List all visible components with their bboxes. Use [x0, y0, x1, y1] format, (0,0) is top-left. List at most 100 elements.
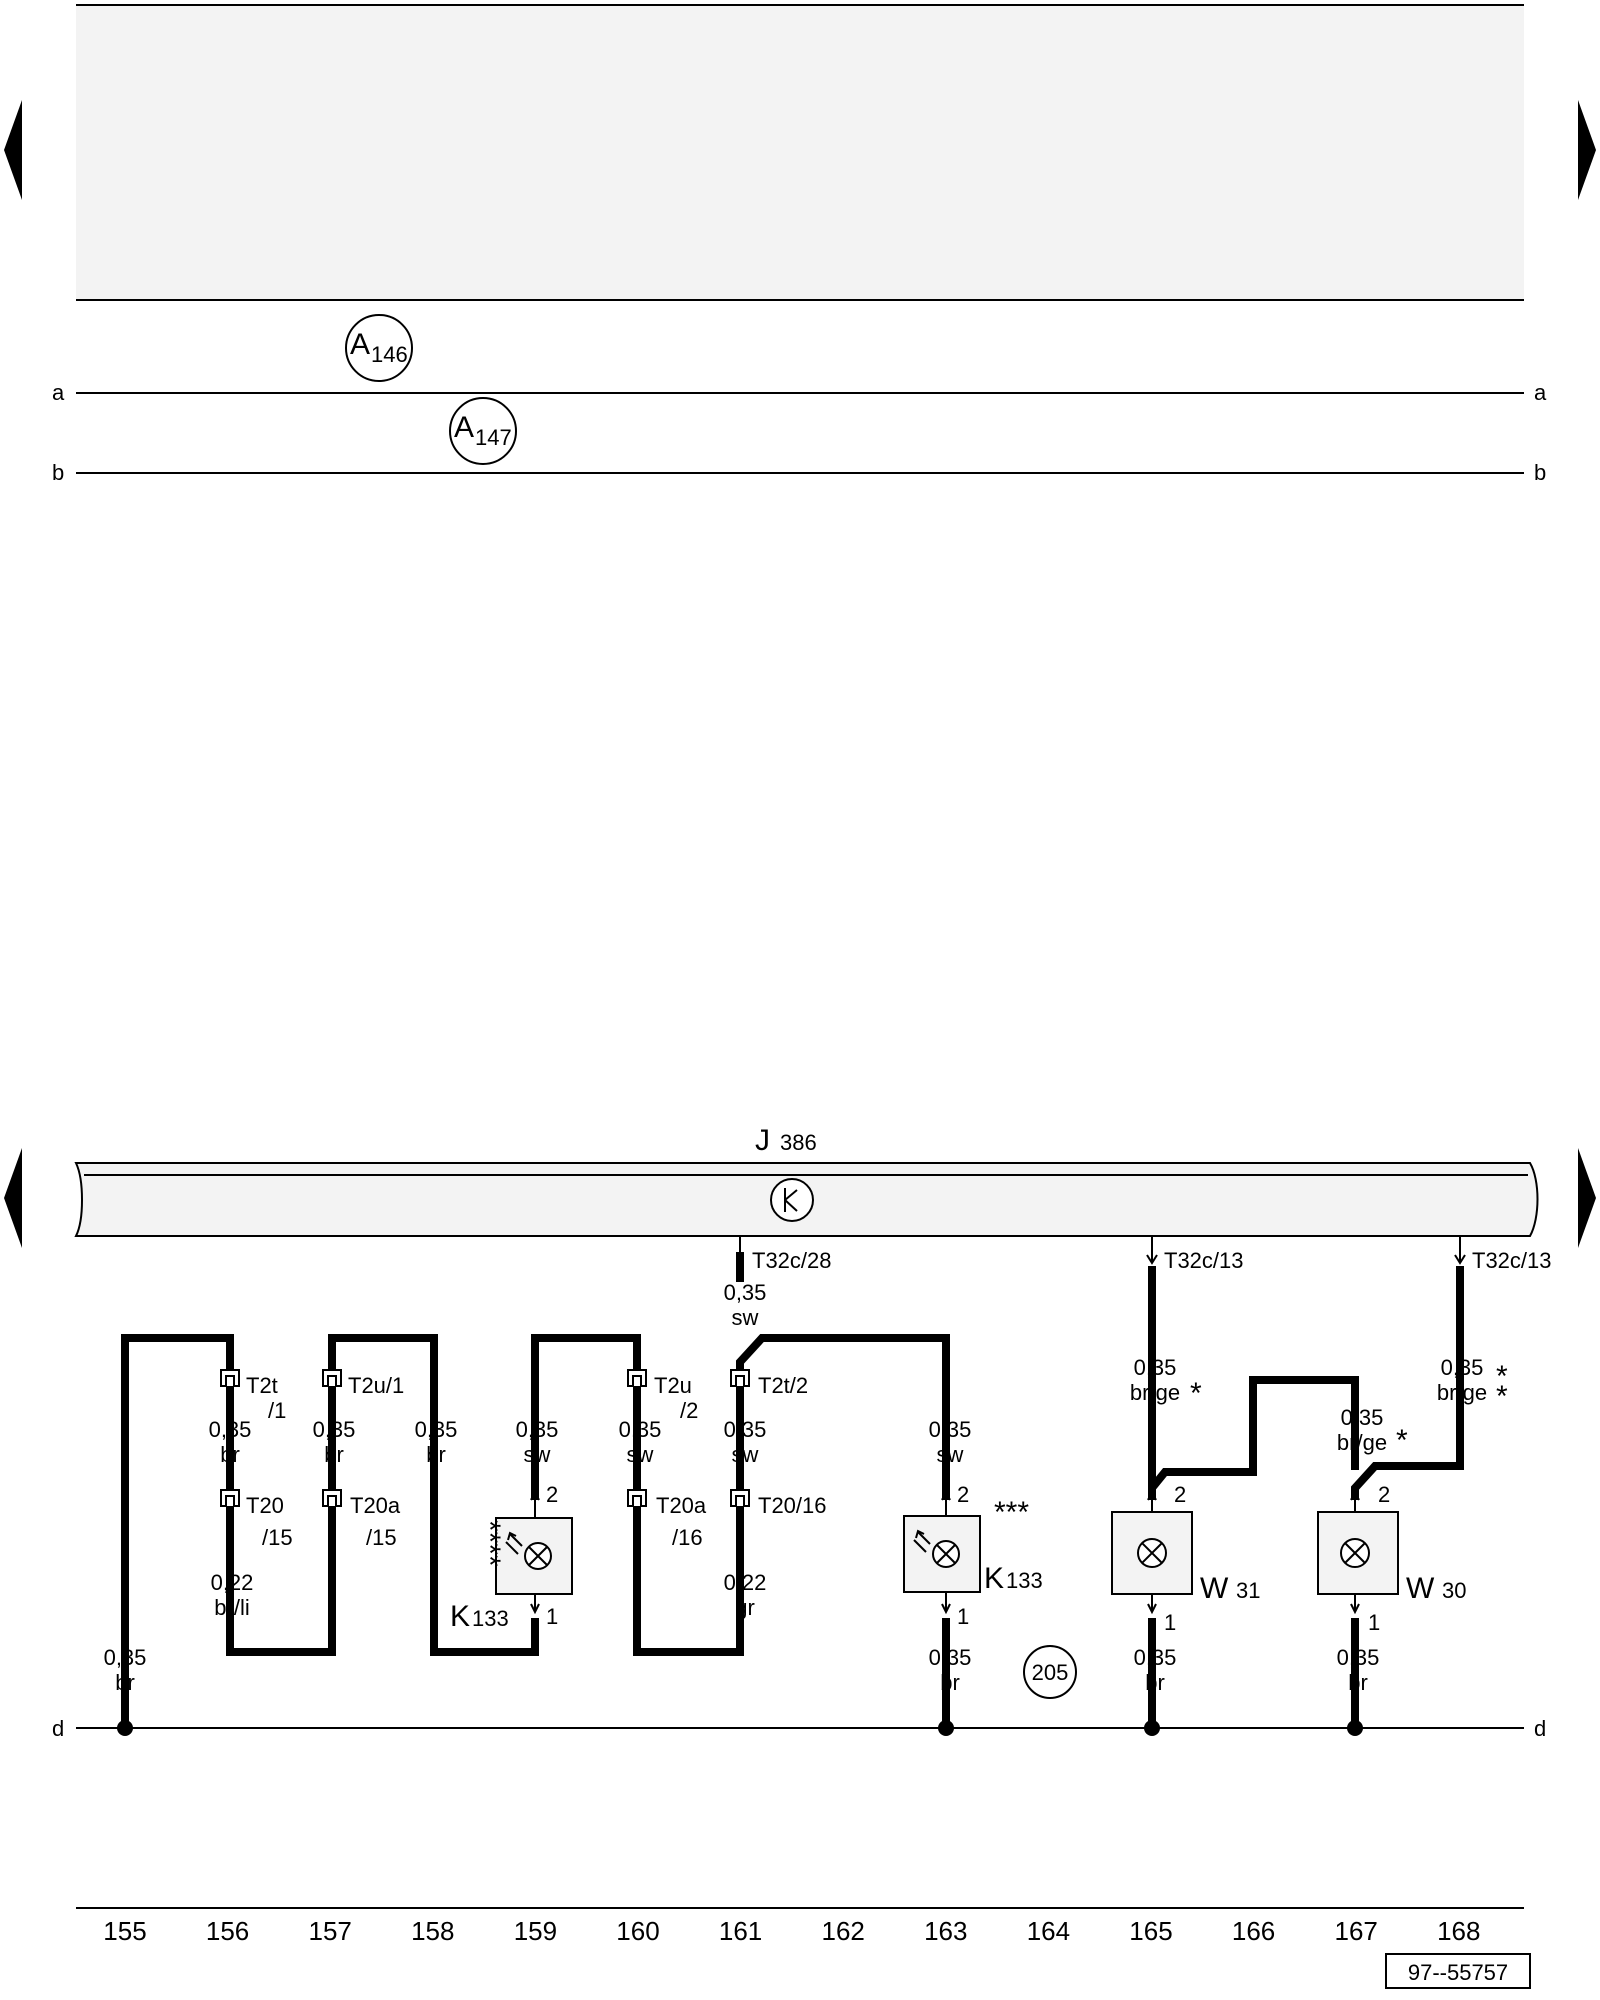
connector-t2t-2-label: T2t/2	[758, 1373, 808, 1398]
wire-155-156-loop	[121, 1334, 234, 1724]
wire-165b-color: br	[1145, 1670, 1165, 1695]
column-number: 161	[719, 1916, 762, 1946]
junction-165	[1144, 1720, 1160, 1736]
ref-205: 205	[1023, 1645, 1077, 1699]
busbar-a-label-right: a	[1534, 380, 1547, 405]
k133-b-stars: ***	[994, 1496, 1029, 1529]
component-w31	[1111, 1489, 1193, 1615]
wire-160-161-lower	[633, 1506, 744, 1656]
w31-pin2: 2	[1174, 1482, 1186, 1507]
transistor-symbol	[770, 1178, 814, 1222]
module-label-sub: 386	[780, 1130, 817, 1155]
wire-156a-color: br	[220, 1442, 240, 1467]
connector-t2u-2	[627, 1369, 647, 1387]
pin-t32c-13-a: T32c/13	[1146, 1236, 1244, 1273]
pin-t32c-28: T32c/28	[736, 1236, 832, 1273]
svg-text:A: A	[350, 328, 370, 361]
wire-163a-color: sw	[937, 1442, 964, 1467]
wire-161a-size: 0,35	[724, 1417, 767, 1442]
svg-text:146: 146	[371, 342, 408, 367]
next-page-arrow-bottom[interactable]	[1578, 1148, 1596, 1248]
busbar-d-label-left: d	[52, 1716, 64, 1741]
wire-167b-color: br	[1348, 1670, 1368, 1695]
footnote-star-165: *	[1190, 1377, 1202, 1410]
wire-165b-size: 0,35	[1134, 1645, 1177, 1670]
wire-161-top-size: 0,35	[724, 1280, 767, 1305]
wire-155-size: 0,35	[104, 1645, 147, 1670]
wire-161a-color: sw	[732, 1442, 759, 1467]
w31-label: W	[1200, 1572, 1229, 1605]
wire-161-163-top	[736, 1334, 950, 1500]
doc-code: 97--55757	[1408, 1960, 1508, 1985]
ref-a146: A 146	[345, 314, 413, 382]
wire-167b-size: 0,35	[1337, 1645, 1380, 1670]
junction-167	[1347, 1720, 1363, 1736]
wire-163b-size: 0,35	[929, 1645, 972, 1670]
connector-t20-15-label-b: /15	[262, 1525, 293, 1550]
busbar-a-label-left: a	[52, 380, 65, 405]
column-number: 164	[1027, 1916, 1070, 1946]
column-number: 156	[206, 1916, 249, 1946]
column-number: 159	[514, 1916, 557, 1946]
top-panel	[76, 5, 1524, 300]
column-number: 155	[103, 1916, 146, 1946]
connector-t20-16	[730, 1489, 750, 1507]
w31-pin1: 1	[1164, 1610, 1176, 1635]
doc-code-box	[1385, 1953, 1531, 1989]
w31-label-sub: 31	[1236, 1578, 1260, 1603]
ref-a147: A 147	[449, 397, 517, 465]
busbar-d-label-right: d	[1534, 1716, 1546, 1741]
k133-b-label: K	[984, 1562, 1004, 1595]
module-label: J	[755, 1124, 770, 1157]
wire-157-color: br	[324, 1442, 344, 1467]
component-k133-b	[903, 1489, 981, 1615]
wire-157-size: 0,35	[313, 1417, 356, 1442]
connector-t2t-1-label: T2t	[246, 1373, 278, 1398]
connector-t20-15	[220, 1489, 240, 1507]
column-number: 163	[924, 1916, 967, 1946]
component-k133-a	[495, 1489, 573, 1615]
wire-156-lower	[226, 1506, 336, 1656]
connector-t2u-2-label-b: /2	[680, 1398, 698, 1423]
column-number: 168	[1437, 1916, 1480, 1946]
junction-163	[938, 1720, 954, 1736]
prev-page-arrow-top[interactable]	[4, 100, 22, 200]
connector-t20a-16-label: T20a	[656, 1493, 707, 1518]
prev-page-arrow-bottom[interactable]	[4, 1148, 22, 1248]
column-number: 165	[1129, 1916, 1172, 1946]
wire-168-color: br/ge	[1437, 1380, 1487, 1405]
wire-157-158-loop	[328, 1334, 539, 1656]
k133-b-label-sub: 133	[1006, 1568, 1043, 1593]
w30-label: W	[1406, 1572, 1435, 1605]
connector-t2u-2-label: T2u	[654, 1373, 692, 1398]
wire-165-upper	[1148, 1266, 1359, 1500]
column-number: 160	[616, 1916, 659, 1946]
k133-a-stars: ****	[473, 1520, 506, 1567]
wire-155-color: br	[115, 1670, 135, 1695]
svg-text:T32c/13: T32c/13	[1164, 1248, 1244, 1273]
wire-159-top	[531, 1334, 641, 1500]
footnote-star-167: *	[1396, 1424, 1408, 1457]
connector-t20a-15-label-b: /15	[366, 1525, 397, 1550]
svg-text:147: 147	[475, 425, 512, 450]
wire-156b-color: br/li	[214, 1595, 249, 1620]
wire-168-size: 0,35	[1441, 1355, 1484, 1380]
pin-t32c-13-b: T32c/13	[1454, 1236, 1552, 1273]
connector-t20a-15	[322, 1489, 342, 1507]
k133-a-pin2: 2	[546, 1482, 558, 1507]
connector-t20-16-label: T20/16	[758, 1493, 827, 1518]
wire-167a-color: br/ge	[1337, 1430, 1387, 1455]
connector-t2t-2	[730, 1369, 750, 1387]
svg-text:T32c/13: T32c/13	[1472, 1248, 1552, 1273]
wire-163a-size: 0,35	[929, 1417, 972, 1442]
busbar-b-label-right: b	[1534, 460, 1546, 485]
footnote-star-168a: *	[1496, 1360, 1508, 1393]
connector-t2u-1	[322, 1369, 342, 1387]
connector-t20a-15-label: T20a	[350, 1493, 401, 1518]
w30-pin1: 1	[1368, 1610, 1380, 1635]
next-page-arrow-top[interactable]	[1578, 100, 1596, 200]
column-number: 162	[822, 1916, 865, 1946]
wire-167a-size: 0,35	[1341, 1405, 1384, 1430]
